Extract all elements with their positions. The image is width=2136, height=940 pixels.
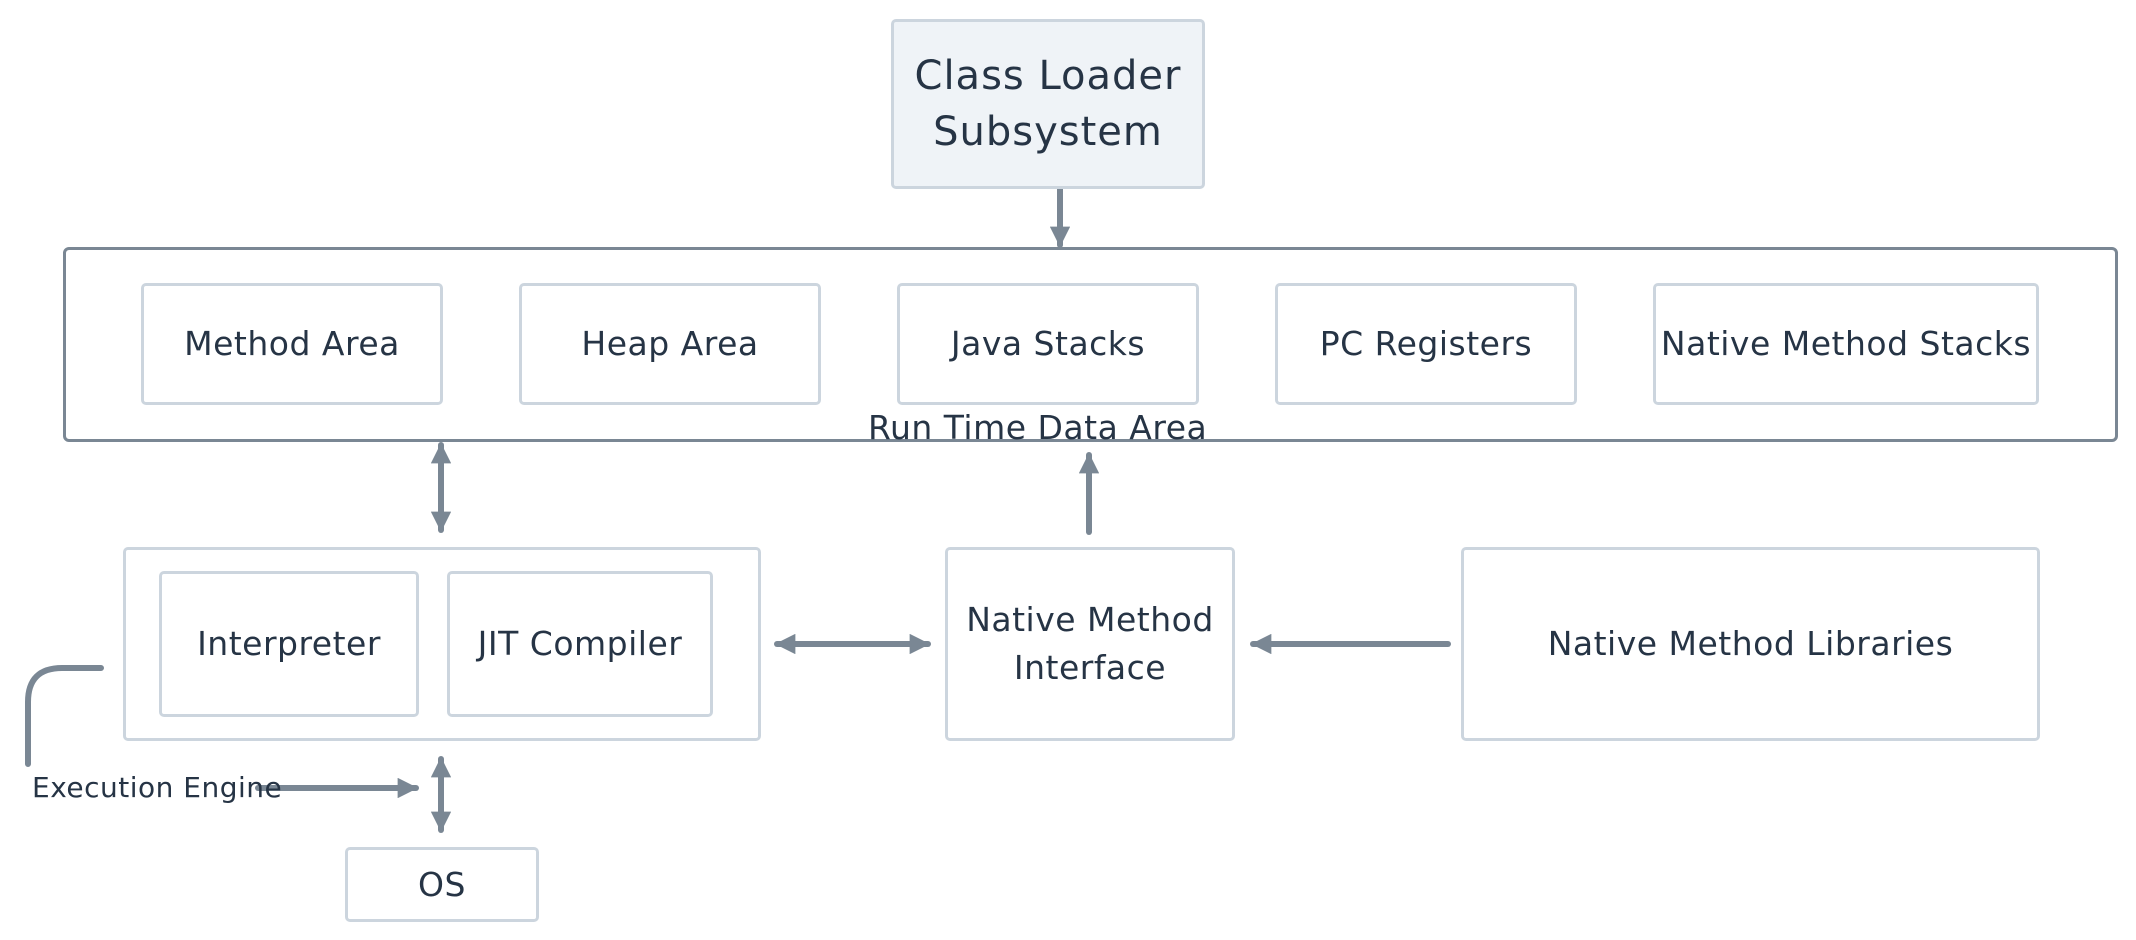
execution-engine-container [123, 547, 761, 741]
os-box: OS [345, 847, 539, 922]
bracket-execution-engine [25, 665, 104, 767]
pc-registers-label: PC Registers [1319, 324, 1533, 364]
method-area-box: Method Area [141, 283, 443, 405]
heap-area-box: Heap Area [519, 283, 821, 405]
class-loader-label-line1: Class Loader [914, 53, 1182, 99]
os-label: OS [418, 864, 466, 904]
native-method-libraries-label: Native Method Libraries [1547, 624, 1954, 664]
java-stacks-box: Java Stacks [897, 283, 1199, 405]
jit-compiler-box: JIT Compiler [447, 571, 713, 717]
native-method-stacks-label: Native Method Stacks [1660, 324, 2032, 364]
jit-compiler-label: JIT Compiler [477, 624, 683, 664]
pc-registers-box: PC Registers [1275, 283, 1577, 405]
native-method-interface-line1: Native Method [966, 600, 1214, 640]
native-method-libraries-box: Native Method Libraries [1461, 547, 2040, 741]
class-loader-label-line2: Subsystem [933, 109, 1163, 155]
execution-engine-label: Execution Engine [32, 771, 283, 804]
method-area-label: Method Area [184, 324, 400, 364]
run-time-data-area-label: Run Time Data Area [868, 408, 1208, 447]
interpreter-box: Interpreter [159, 571, 419, 717]
class-loader-subsystem-box: Class Loader Subsystem [891, 19, 1205, 189]
native-method-interface-box: Native Method Interface [945, 547, 1235, 741]
interpreter-label: Interpreter [197, 624, 381, 664]
native-method-interface-line2: Interface [1013, 648, 1167, 687]
heap-area-label: Heap Area [581, 324, 759, 364]
run-time-data-area-container [63, 247, 2118, 442]
native-method-stacks-box: Native Method Stacks [1653, 283, 2039, 405]
java-stacks-label: Java Stacks [950, 324, 1146, 364]
